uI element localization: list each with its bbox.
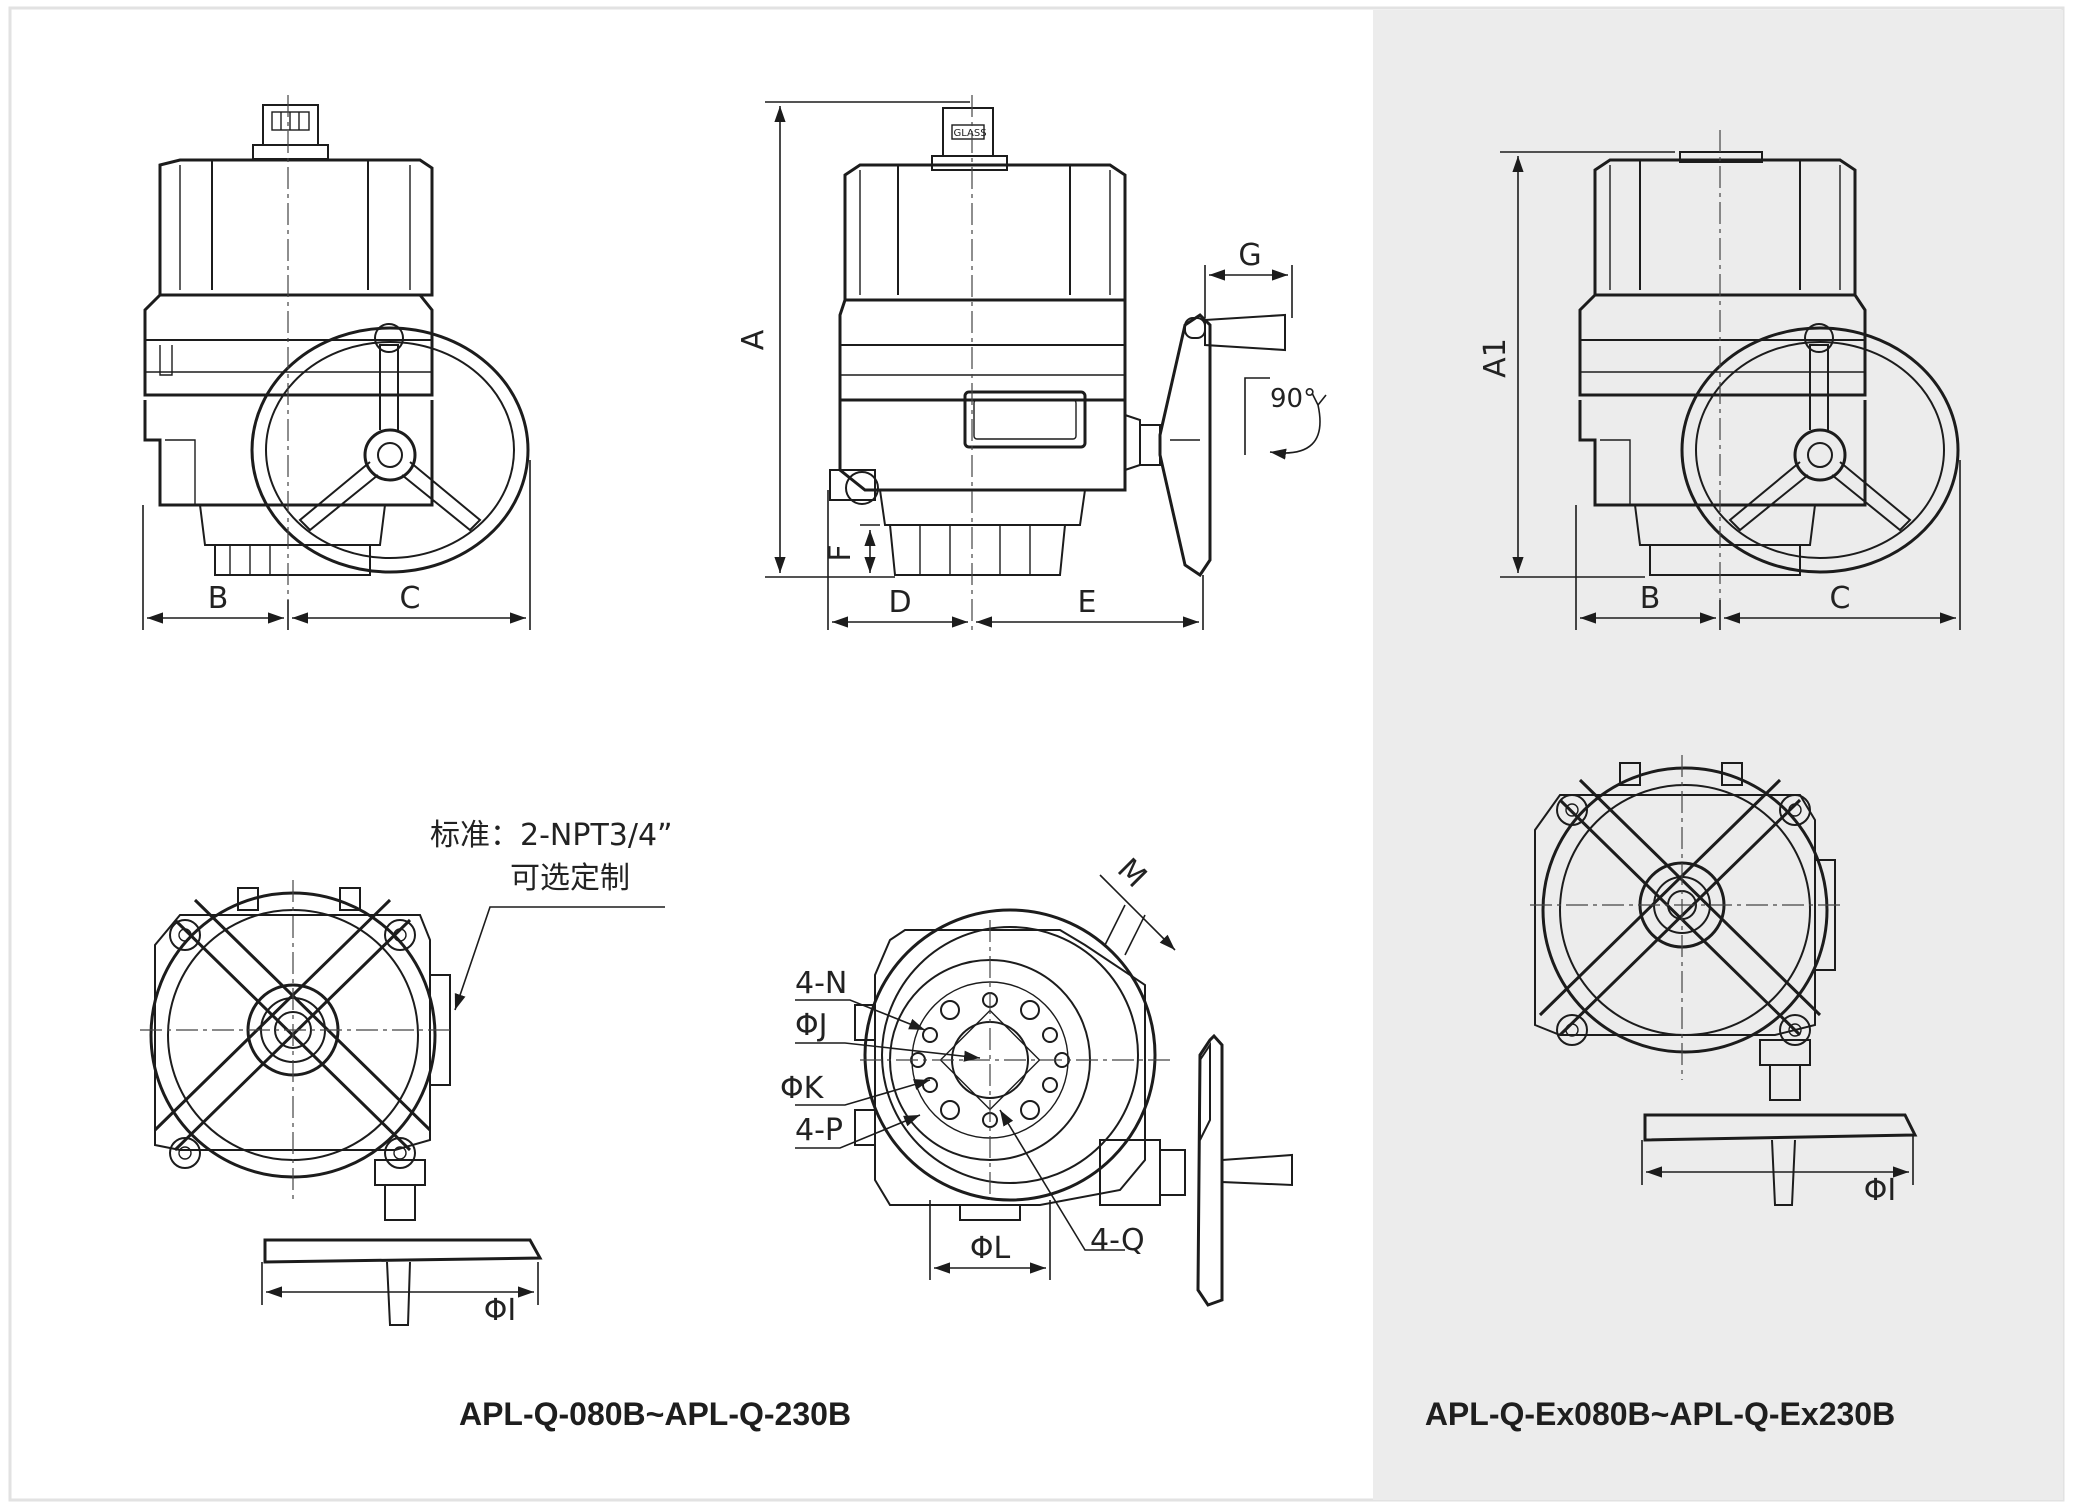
dim-label-phi-i: ΦI	[484, 1293, 516, 1328]
bottom-view-standard	[795, 874, 1293, 1307]
dim-label-f: F	[823, 544, 858, 561]
dim-label-c: C	[400, 581, 421, 616]
front-view-standard	[142, 95, 531, 630]
dim-label-phi-i-ex: ΦI	[1864, 1173, 1896, 1208]
dim-label-a1: A1	[1478, 338, 1513, 378]
conduit-note-line2: 可选定制	[510, 861, 630, 896]
dim-label-e: E	[1078, 585, 1097, 620]
dim-label-g: G	[1238, 238, 1261, 273]
dim-label-d: D	[888, 585, 911, 620]
dim-label-phi-k: ΦK	[780, 1071, 825, 1106]
dim-label-4q: 4-Q	[1090, 1223, 1145, 1258]
dim-label-4p: 4-P	[795, 1113, 843, 1148]
nameplate-text: GLASS	[953, 128, 986, 139]
dim-label-c-ex: C	[1830, 581, 1851, 616]
dim-label-b: B	[208, 581, 229, 616]
rotation-label: 90°	[1270, 384, 1316, 414]
dim-label-b-ex: B	[1640, 581, 1661, 616]
explosion-proof-panel	[1373, 10, 2063, 1500]
top-view-standard	[140, 880, 665, 1326]
dim-label-phi-l: ΦL	[970, 1231, 1011, 1266]
dim-label-4n: 4-N	[795, 966, 847, 1001]
conduit-note-line1: 标准：2-NPT3/4”	[430, 818, 673, 853]
caption-standard: APL-Q-080B~APL-Q-230B	[459, 1396, 851, 1432]
front-view-explosion-proof	[1500, 130, 1961, 630]
side-view-standard	[765, 95, 1327, 630]
dim-label-a: A	[736, 329, 771, 350]
top-view-explosion-proof	[1530, 755, 1918, 1206]
dim-label-phi-j: ΦJ	[795, 1008, 827, 1043]
caption-explosion-proof: APL-Q-Ex080B~APL-Q-Ex230B	[1425, 1396, 1895, 1432]
